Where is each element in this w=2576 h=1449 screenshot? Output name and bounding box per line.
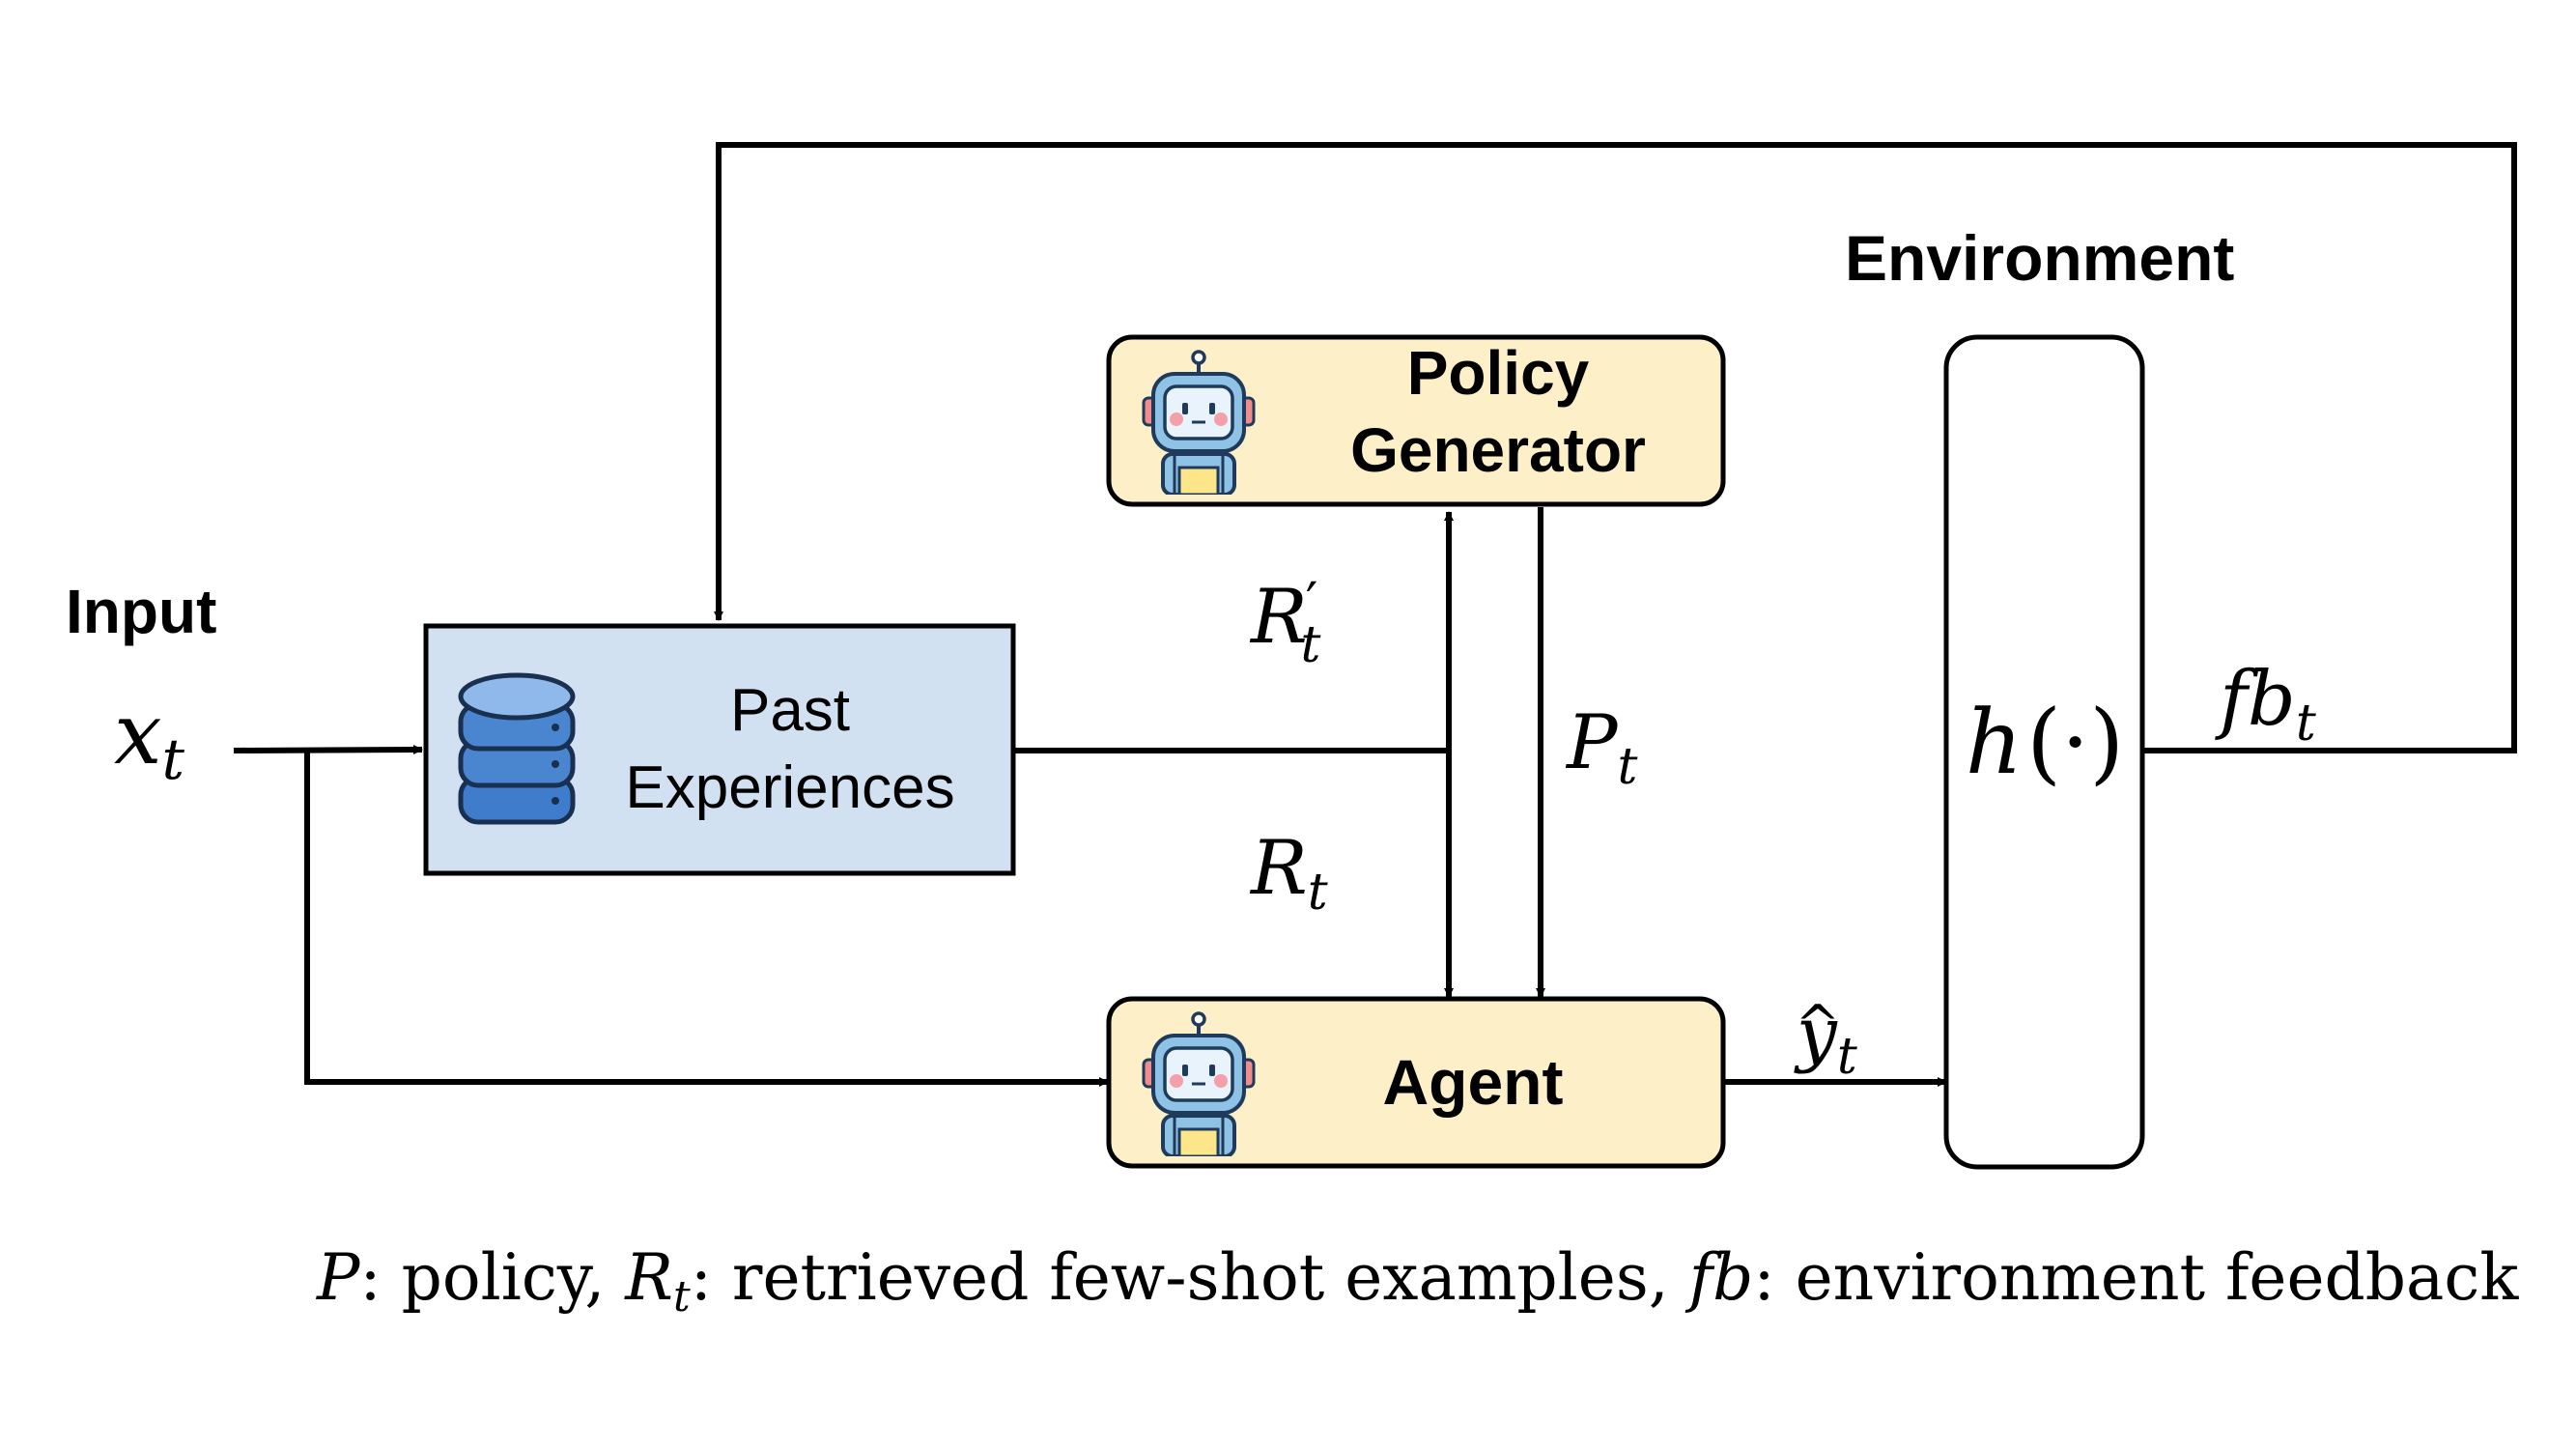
h-symbol: h (1966, 691, 2023, 794)
input-variable: xt (114, 684, 185, 792)
r-subscript: t (1300, 616, 1320, 674)
caption-fb-symbol: fb (1684, 1240, 1754, 1315)
feedback-loop-arrow (714, 142, 2517, 753)
x-subscript: t (162, 726, 185, 792)
open-paren: ( (2026, 691, 2061, 794)
feedback-label: fbt (2215, 656, 2316, 753)
dot-symbol: · (2061, 691, 2089, 794)
policy-generator-label-line1: Policy (1407, 338, 1590, 408)
environment-rect (1943, 334, 2145, 1170)
past-experiences-label-line1: Past (730, 677, 850, 744)
close-paren: ) (2089, 691, 2124, 794)
environment-box: h(·) (1943, 334, 2145, 1170)
caption-r-symbol: R (624, 1240, 673, 1315)
y-subscript: t (1837, 1028, 1857, 1086)
prediction-label: yt (1794, 992, 1857, 1086)
caption-r-subscript: t (673, 1272, 691, 1321)
past-experiences-box: Past Experiences (423, 623, 1016, 876)
caption-p-description: : policy, (359, 1240, 625, 1315)
y-symbol: y (1794, 992, 1838, 1075)
caption-p-symbol: P (316, 1240, 361, 1315)
policy-generator-label-line2: Generator (1350, 415, 1646, 485)
policy-generator-rect (1106, 334, 1726, 507)
r-symbol: R (1249, 825, 1308, 912)
caption-r-description: : retrieved few-shot examples, (691, 1240, 1689, 1315)
past-experiences-rect (423, 623, 1016, 876)
x-symbol: x (114, 684, 162, 783)
r-subscript: t (1308, 864, 1328, 922)
retrieved-examples-prime-label: R′t (1249, 572, 1320, 674)
input-to-agent-arrow (304, 751, 1109, 1087)
policy-label: Pt (1565, 699, 1637, 796)
database-icon (458, 672, 576, 825)
caption-fb-description: : environment feedback (1753, 1240, 2519, 1315)
agent-box: Agent (1106, 996, 1726, 1169)
past-experiences-label-line2: Experiences (625, 754, 954, 821)
agent-label: Agent (1383, 1046, 1564, 1118)
fb-symbol: fb (2215, 656, 2296, 743)
environment-title: Environment (1845, 222, 2234, 294)
agent-rect (1106, 996, 1726, 1169)
environment-function: h(·) (1966, 691, 2124, 794)
retrieved-examples-label: Rt (1249, 825, 1328, 922)
hat-accent: ^ (1796, 994, 1841, 1057)
input-title: Input (66, 577, 216, 646)
r-symbol: R (1249, 574, 1308, 661)
p-symbol: P (1565, 699, 1619, 786)
input-to-past-experiences-arrow (233, 745, 423, 755)
fb-subscript: t (2296, 695, 2316, 753)
caption: P: policy, Rt: retrieved few-shot exampl… (316, 1240, 2519, 1321)
p-subscript: t (1617, 738, 1637, 796)
prime-symbol: ′ (1306, 572, 1318, 635)
policy-generator-box: Policy Generator (1106, 334, 1726, 507)
